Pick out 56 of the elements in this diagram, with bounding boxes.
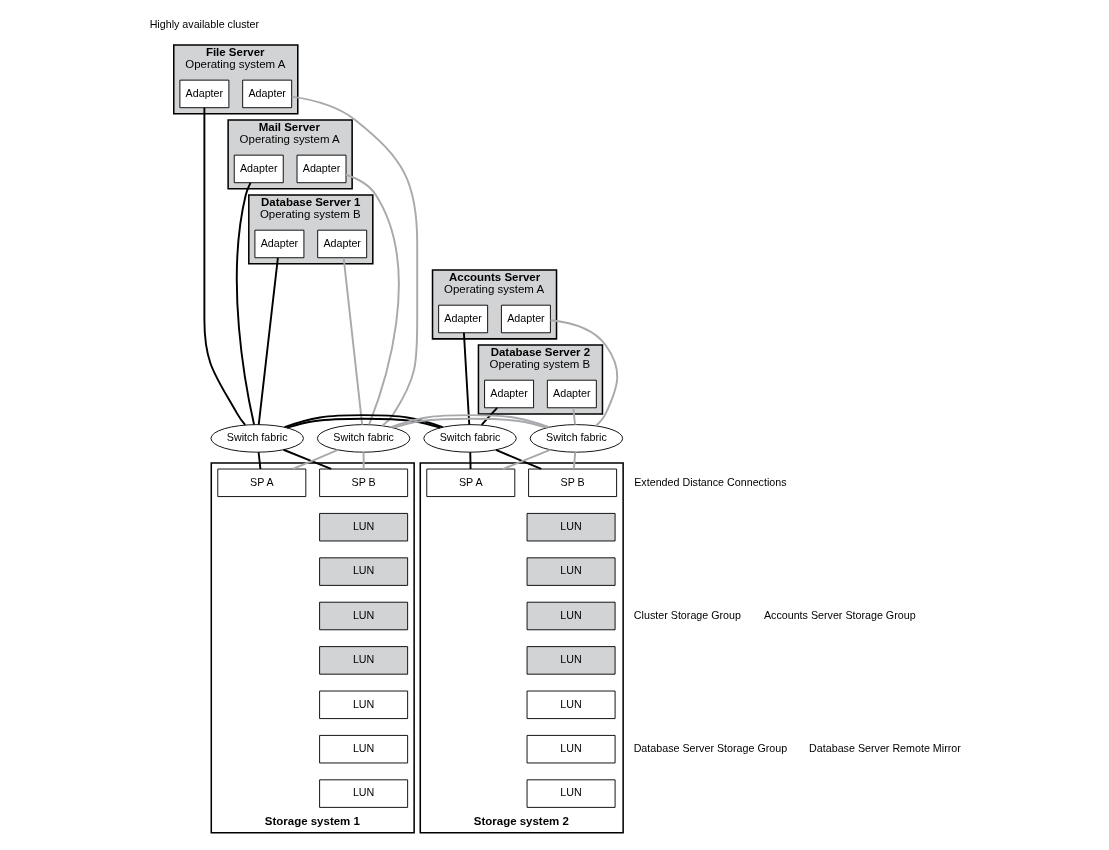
node-box: Adapter xyxy=(437,304,488,334)
connector xyxy=(235,181,255,426)
label: Accounts Server Storage Group xyxy=(763,608,916,621)
label: Cluster Storage Group xyxy=(633,608,741,621)
node-ellipse: Switch fabric xyxy=(529,424,623,453)
node-box: LUN xyxy=(526,601,616,631)
node-box: LUN xyxy=(318,601,408,631)
node-box: LUN xyxy=(526,646,616,675)
node-box: SP A xyxy=(425,468,515,498)
connector xyxy=(462,331,470,426)
node-ellipse: Switch fabric xyxy=(422,424,517,453)
label: Database Server Remote Mirror xyxy=(808,742,961,755)
connector xyxy=(480,406,498,426)
node-box: Adapter xyxy=(316,229,367,259)
node-box: LUN xyxy=(526,690,616,720)
node-box: SP B xyxy=(527,468,617,498)
connector xyxy=(257,451,261,470)
connector xyxy=(468,451,471,470)
node-ellipse: Switch fabric xyxy=(316,424,410,453)
connector xyxy=(494,449,542,470)
node-box: LUN xyxy=(526,512,616,542)
node-box: SP A xyxy=(216,468,306,498)
node-ellipse: Switch fabric xyxy=(210,424,304,453)
connector xyxy=(290,95,418,427)
node-box: Adapter xyxy=(233,154,284,184)
connector xyxy=(342,257,363,426)
connector xyxy=(501,448,551,470)
connector xyxy=(282,448,332,470)
node-box: LUN xyxy=(526,779,616,808)
node-box: LUN xyxy=(318,557,408,586)
node-box: SP B xyxy=(318,468,408,498)
connector xyxy=(571,406,576,426)
connector xyxy=(344,173,400,426)
node-box: LUN xyxy=(318,734,408,764)
label: Highly available cluster xyxy=(149,17,259,30)
node-box: LUN xyxy=(318,779,408,808)
connector xyxy=(572,451,576,470)
connector xyxy=(549,319,618,427)
node-box: Adapter xyxy=(500,304,551,334)
node-box: Adapter xyxy=(241,79,292,109)
node-box: LUN xyxy=(526,557,616,586)
node-box: LUN xyxy=(526,734,616,764)
node-box: LUN xyxy=(318,690,408,720)
node-box: Adapter xyxy=(546,379,597,409)
node-box: LUN xyxy=(318,646,408,675)
connector xyxy=(362,451,365,470)
label: Extended Distance Connections xyxy=(633,475,787,488)
node-box: Adapter xyxy=(483,379,534,409)
connector xyxy=(291,449,339,470)
connector xyxy=(202,106,246,426)
node-box: Adapter xyxy=(253,229,304,259)
node-box: Adapter xyxy=(178,79,229,109)
node-box: LUN xyxy=(318,512,408,542)
node-box: Adapter xyxy=(296,154,346,184)
label: Database Server Storage Group xyxy=(633,742,787,755)
connector xyxy=(257,257,279,426)
